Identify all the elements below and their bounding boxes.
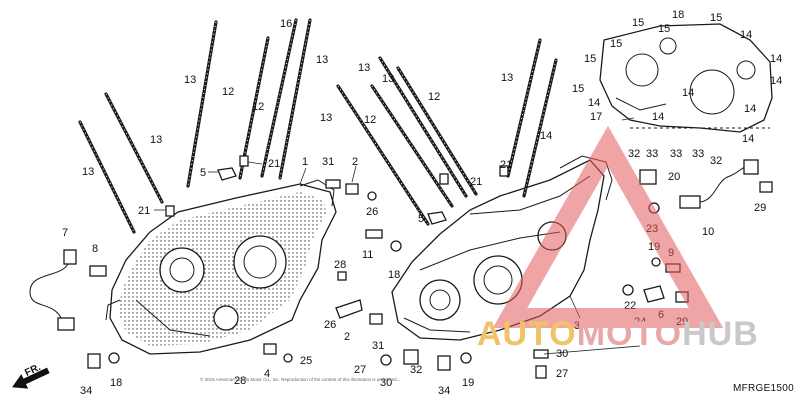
callout: 14 xyxy=(540,130,552,142)
watermark-brand-hub: HUB xyxy=(682,315,759,353)
callout: 10 xyxy=(702,226,714,238)
callout: 32 xyxy=(410,364,422,376)
small-parts xyxy=(29,155,773,379)
callout: 2 xyxy=(352,156,358,168)
left-crankcase-half xyxy=(105,179,337,355)
callout: 28 xyxy=(334,259,346,271)
callout: 31 xyxy=(372,340,384,352)
callout: 21 xyxy=(268,158,280,170)
callout: 31 xyxy=(322,156,334,168)
callout: 14 xyxy=(740,29,752,41)
callout: 32 xyxy=(628,148,640,160)
callout: 7 xyxy=(62,227,68,239)
crankcase-cover-gasket xyxy=(599,23,773,133)
callout: 14 xyxy=(682,87,694,99)
callout: 13 xyxy=(150,134,162,146)
diagram-code: MFRGE1500 xyxy=(732,383,794,394)
callout: 33 xyxy=(670,148,682,160)
callout: 12 xyxy=(252,101,264,113)
callout: 13 xyxy=(316,54,328,66)
callout-labels: 16 13 13 12 12 13 13 5 21 21 1 31 2 26 7… xyxy=(62,9,782,397)
callout: 5 xyxy=(418,213,424,225)
callout: 21 xyxy=(470,176,482,188)
callout: 27 xyxy=(354,364,366,376)
callout: 29 xyxy=(754,202,766,214)
callout: 26 xyxy=(324,319,336,331)
callout: 20 xyxy=(668,171,680,183)
callout: 21 xyxy=(500,159,512,171)
callout: 18 xyxy=(110,377,122,389)
callout: 13 xyxy=(382,73,394,85)
callout: 15 xyxy=(572,83,584,95)
callout: 14 xyxy=(770,75,782,87)
callout: 15 xyxy=(632,17,644,29)
copyright-line: © 2018 American Honda Motor Co., Inc. Re… xyxy=(200,376,400,382)
callout: 4 xyxy=(264,368,270,380)
callout: 34 xyxy=(80,385,92,397)
callout: 30 xyxy=(380,377,392,389)
callout: 25 xyxy=(300,355,312,367)
callout: 15 xyxy=(658,23,670,35)
callout: 14 xyxy=(744,103,756,115)
callout: 33 xyxy=(646,148,658,160)
callout: 34 xyxy=(438,385,450,397)
callout: 32 xyxy=(710,155,722,167)
callout: 15 xyxy=(710,12,722,24)
callout: 19 xyxy=(462,377,474,389)
callout: 18 xyxy=(388,269,400,281)
callout: 8 xyxy=(92,243,98,255)
callout: 1 xyxy=(302,156,308,168)
callout: 2 xyxy=(344,331,350,343)
callout: 27 xyxy=(556,368,568,380)
callout: 15 xyxy=(610,38,622,50)
watermark-text: AUTOMOTOHUB xyxy=(477,316,759,352)
watermark-logo xyxy=(492,125,724,328)
front-direction-arrow: FR. xyxy=(12,362,50,389)
callout: 33 xyxy=(692,148,704,160)
callout: 30 xyxy=(556,348,568,360)
callout: 13 xyxy=(320,112,332,124)
callout: 16 xyxy=(280,18,292,30)
callout: 12 xyxy=(222,86,234,98)
stud-bolts xyxy=(78,18,558,234)
callout: 14 xyxy=(588,97,600,109)
callout: 13 xyxy=(358,62,370,74)
callout: 12 xyxy=(364,114,376,126)
callout: 17 xyxy=(590,111,602,123)
callout: 14 xyxy=(770,53,782,65)
callout: 26 xyxy=(366,206,378,218)
callout: 13 xyxy=(82,166,94,178)
callout: 13 xyxy=(501,72,513,84)
callout: 11 xyxy=(362,249,373,261)
watermark-brand-moto: MOTO xyxy=(576,315,683,353)
callout: 12 xyxy=(428,91,440,103)
callout: 21 xyxy=(138,205,150,217)
watermark-brand-auto: AUTO xyxy=(477,315,577,353)
callout: 15 xyxy=(584,53,596,65)
callout: 14 xyxy=(742,133,754,145)
callout: 13 xyxy=(184,74,196,86)
callout: 28 xyxy=(234,375,246,387)
callout: 18 xyxy=(672,9,684,21)
callout: 5 xyxy=(200,167,206,179)
callout: 14 xyxy=(652,111,664,123)
